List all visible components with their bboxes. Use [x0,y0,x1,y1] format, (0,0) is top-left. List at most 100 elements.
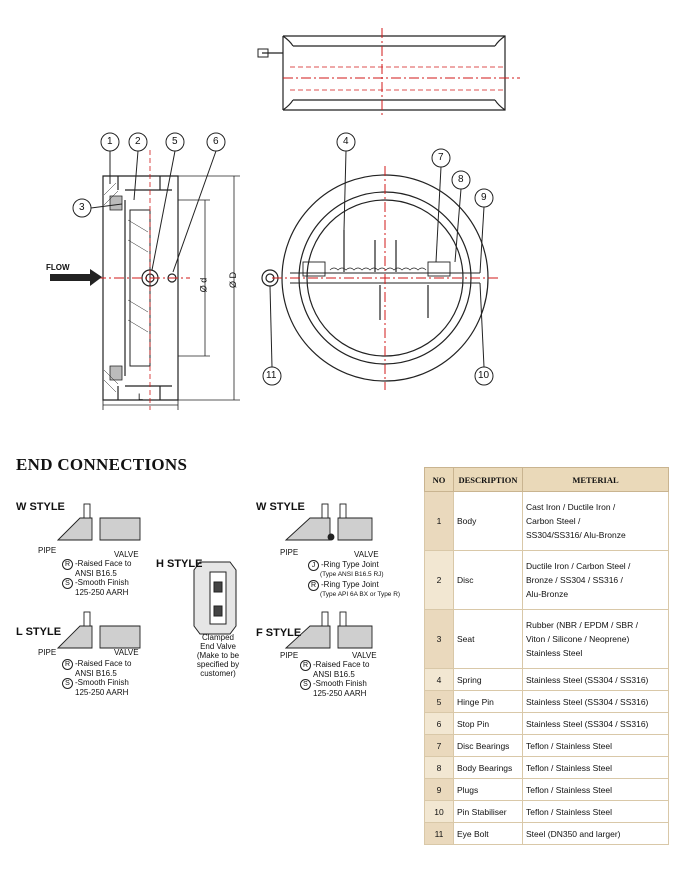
smooth-finish-mark-icon: S [62,678,73,689]
row-material: Cast Iron / Ductile Iron /Carbon Steel /… [522,491,669,551]
row-number: 9 [424,778,454,801]
material-line: Cast Iron / Ductile Iron / [526,502,616,512]
balloon-3: 3 [79,202,85,213]
row-description: Body Bearings [453,756,523,779]
material-line: Rubber (NBR / EPDM / SBR / [526,620,638,630]
f-style-valve: VALVE [352,651,377,660]
header-description: DESCRIPTION [453,467,523,492]
material-line: Stainless Steel (SS304 / SS316) [526,718,649,729]
material-line: Teflon / Stainless Steel [526,762,612,773]
w-style-1-note-r: R-Raised Face to [62,559,131,570]
f-style-note-s: S-Smooth Finish [300,679,367,690]
row-description: Hinge Pin [453,690,523,713]
side-section-view [102,175,240,410]
row-number: 1 [424,491,454,551]
l-style-note-r2: ANSI B16.5 [75,669,117,678]
material-line: Ductile Iron / Carbon Steel / [526,561,631,571]
f-style-pipe: PIPE [280,651,299,660]
w-style-2-note-r: R-Ring Type Joint [308,580,379,591]
row-description: Seat [453,609,523,669]
row-description: Stop Pin [453,712,523,735]
w-style-2-note-r2: (Type API 6A BX or Type R) [320,591,401,598]
row-description: Spring [453,668,523,691]
w-style-1-note-r2: ANSI B16.5 [75,569,117,578]
w-style-2-pipe: PIPE [280,548,299,557]
material-line: SS304/SS316/ Alu-Bronze [526,530,626,540]
row-material: Teflon / Stainless Steel [522,800,669,823]
row-number: 2 [424,550,454,610]
dim-large-d: Ø D [228,271,239,289]
row-material: Teflon / Stainless Steel [522,756,669,779]
row-material: Stainless Steel (SS304 / SS316) [522,690,669,713]
balloon-6: 6 [213,136,219,147]
row-number: 3 [424,609,454,669]
row-description: Eye Bolt [453,822,523,845]
l-style-pipe: PIPE [38,648,57,657]
l-style-valve: VALVE [114,648,139,657]
dim-small-d: Ø d [198,277,209,293]
w-style-1-note-s: S-Smooth Finish [62,578,129,589]
w-style-1-pipe: PIPE [38,546,57,555]
material-line: Bronze / SS304 / SS316 / [526,575,623,585]
row-number: 11 [424,822,454,845]
row-material: Stainless Steel (SS304 / SS316) [522,668,669,691]
row-description: Plugs [453,778,523,801]
row-material: Ductile Iron / Carbon Steel / Bronze / SS… [522,550,669,610]
w-style-2-note-j2: (Type ANSI B16.5 RJ) [320,571,384,578]
flow-arrow [50,269,102,286]
material-line: Steel (DN350 and larger) [526,828,621,839]
raised-face-mark-icon: R [62,559,73,570]
w-style-2-label: W STYLE [256,501,305,513]
balloon-7: 7 [438,152,444,163]
row-description: Body [453,491,523,551]
w-style-1-label: W STYLE [16,501,65,513]
row-description: Pin Stabiliser [453,800,523,823]
l-style-note-s: S-Smooth Finish [62,678,129,689]
material-line: Teflon / Stainless Steel [526,740,612,751]
balloon-5: 5 [172,136,178,147]
table-header-row: NO DESCRIPTION METERIAL [424,467,669,492]
material-line: Stainless Steel (SS304 / SS316) [526,696,649,707]
row-number: 6 [424,712,454,735]
row-number: 7 [424,734,454,757]
material-line: Viton / Silicone / Neoprene) [526,634,630,644]
valve-technical-drawing [50,28,520,410]
smooth-finish-mark-icon: S [300,679,311,690]
material-line: Stainless Steel [526,648,583,658]
row-material: Rubber (NBR / EPDM / SBR / Viton / Silico… [522,609,669,669]
w-style-2-valve: VALVE [354,550,379,559]
h-style-notes: Clamped End Valve (Make to be specified … [196,633,240,678]
f-style-note-s2: 125-250 AARH [313,689,367,698]
h-style-label: H STYLE [156,558,203,570]
material-line: Teflon / Stainless Steel [526,784,612,795]
ring-joint-mark-icon: J [308,560,319,571]
balloon-10: 10 [478,370,490,381]
row-material: Teflon / Stainless Steel [522,778,669,801]
raised-face-mark-icon: R [62,659,73,670]
row-material: Steel (DN350 and larger) [522,822,669,845]
row-description: Disc Bearings [453,734,523,757]
smooth-finish-mark-icon: S [62,578,73,589]
row-material: Stainless Steel (SS304 / SS316) [522,712,669,735]
material-line: Alu-Bronze [526,589,569,599]
balloon-8: 8 [458,174,464,185]
material-line: Stainless Steel (SS304 / SS316) [526,674,649,685]
w-style-2-note-j: J-Ring Type Joint [308,560,379,571]
balloon-4: 4 [343,136,349,147]
header-no: NO [424,467,454,492]
balloon-2: 2 [135,136,141,147]
raised-face-mark-icon: R [300,660,311,671]
balloon-1: 1 [107,136,113,147]
row-number: 4 [424,668,454,691]
